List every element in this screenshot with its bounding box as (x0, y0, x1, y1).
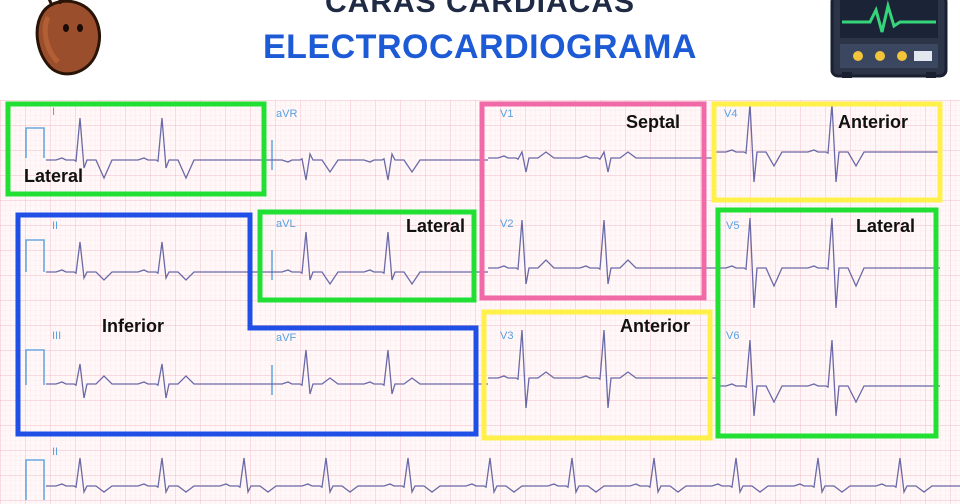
region-label-septal: Septal (626, 112, 681, 132)
heart-character-icon (35, 0, 101, 76)
page-title-top: CARAS CARDIACAS (324, 0, 635, 19)
lead-label-aVR: aVR (276, 108, 298, 120)
lead-label-V2: V2 (500, 218, 514, 230)
trace-lead-V5 (716, 217, 940, 309)
calibration-pulse-row1 (25, 127, 45, 158)
trace-lead-V4 (716, 103, 940, 183)
trace-lead-I (46, 117, 272, 180)
lead-label-V4: V4 (724, 108, 738, 120)
trace-lead-aVF (272, 349, 488, 395)
trace-lead-V1 (488, 150, 716, 173)
trace-lead-V6 (716, 339, 940, 417)
region-label-anterior-V4: Anterior (838, 112, 909, 132)
region-label-lateral-aVL: Lateral (406, 216, 466, 236)
region-box-anterior-V3 (481, 309, 713, 441)
lead-label-V1: V1 (500, 108, 514, 120)
region-box-lateral-I (5, 101, 267, 197)
lead-label-I: I (52, 106, 56, 118)
lead-label-aVF: aVF (276, 332, 297, 344)
lead-label-V5: V5 (726, 220, 740, 232)
region-box-anterior-V4 (711, 101, 943, 203)
region-box-septal (479, 101, 707, 301)
lead-label-aVL: aVL (276, 218, 296, 230)
region-label-inferior: Inferior (102, 316, 165, 336)
lead-label-V6: V6 (726, 330, 740, 342)
trace-lead-V2 (488, 219, 716, 285)
region-label-lateral-I: Lateral (24, 166, 84, 186)
trace-lead-aVL (272, 231, 488, 286)
trace-lead-II (46, 241, 272, 281)
lead-label-rhythm: II (52, 446, 59, 458)
region-box-lateral-V5V6 (715, 207, 939, 439)
calibration-pulse-row4 (25, 459, 45, 500)
trace-rhythm-II (46, 457, 960, 495)
page-title: ELECTROCARDIOGRAMA (263, 28, 697, 66)
calibration-pulse-row2 (25, 239, 45, 272)
lead-label-II: II (52, 220, 59, 232)
trace-lead-III (46, 363, 272, 399)
region-box-inferior (15, 212, 479, 437)
ecg-monitor-icon (830, 0, 948, 78)
region-label-lateral-V5V6: Lateral (856, 216, 916, 236)
trace-lead-aVR (272, 151, 488, 181)
calibration-pulse-row3 (25, 349, 45, 385)
trace-lead-V3 (488, 329, 716, 409)
region-box-lateral-aVL (257, 209, 477, 303)
lead-label-V3: V3 (500, 330, 514, 342)
lead-label-III: III (52, 330, 62, 342)
region-label-anterior-V3: Anterior (620, 316, 691, 336)
